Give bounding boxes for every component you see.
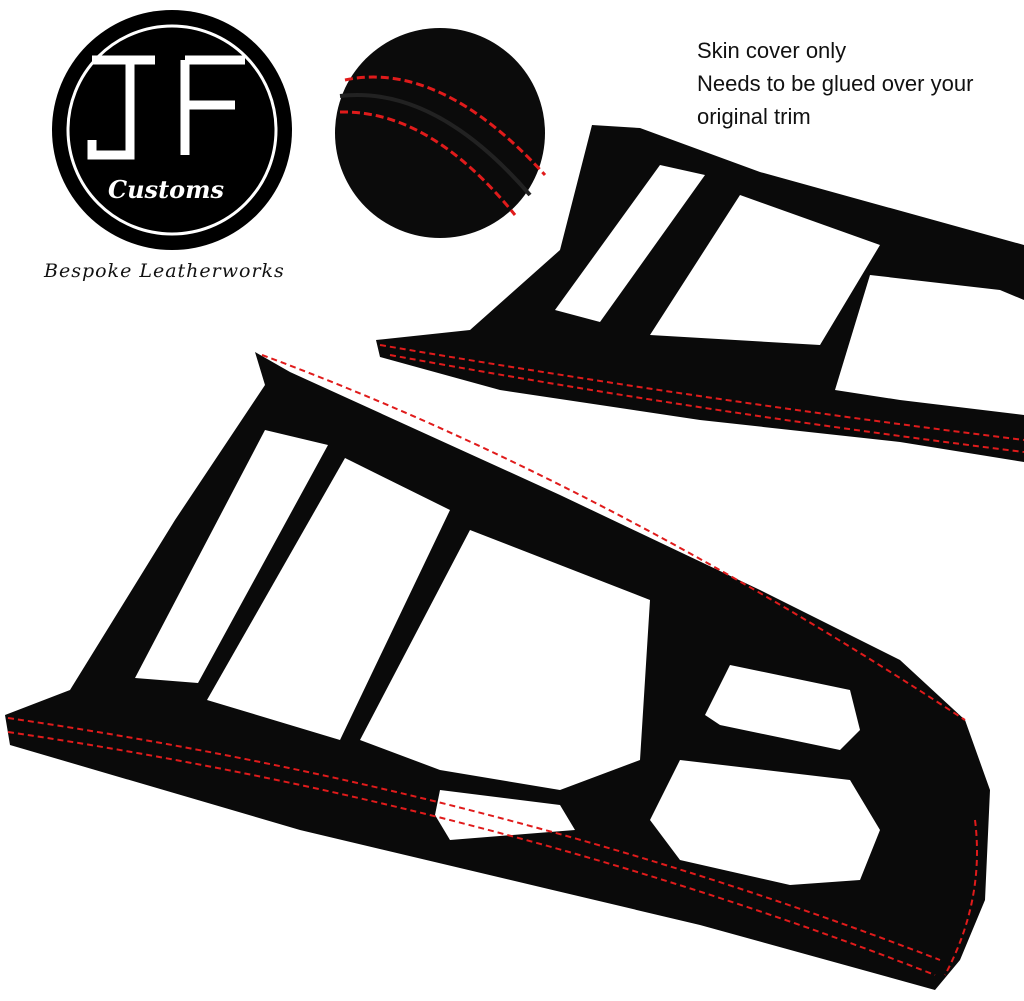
- logo-tagline: Bespoke Leatherworks: [44, 260, 285, 282]
- stitching-detail-circle: [335, 28, 547, 238]
- logo-brand: Customs: [108, 175, 225, 204]
- note-line: Needs to be glued over your: [697, 71, 974, 96]
- lower-trim-piece: [5, 352, 990, 990]
- note-line: Skin cover only: [697, 38, 847, 63]
- logo-badge: [52, 10, 292, 250]
- upper-trim-piece: [376, 125, 1024, 462]
- note-line: original trim: [697, 104, 811, 129]
- product-note: Skin cover only Needs to be glued over y…: [697, 34, 973, 133]
